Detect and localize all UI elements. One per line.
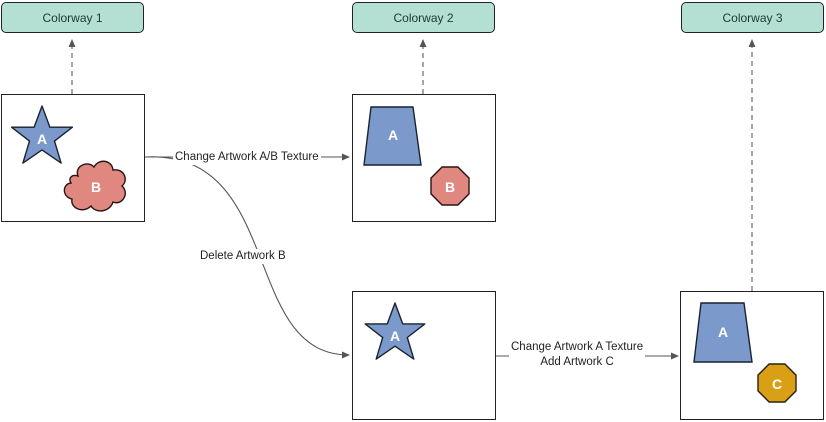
edge-label-line-1: Change Artwork A Texture [511, 341, 644, 353]
edge-label-line-2: Add Artwork C [540, 356, 614, 368]
colorway-2-tag[interactable]: Colorway 2 [352, 2, 495, 33]
colorway-2-label: Colorway 2 [393, 11, 454, 25]
artwork-b-letter: B [445, 179, 455, 195]
artwork-a-letter: A [388, 127, 398, 143]
colorway-3-label: Colorway 3 [722, 11, 783, 25]
artwork-a-star-shape [10, 105, 74, 164]
colorway-1-label: Colorway 1 [42, 11, 103, 25]
edge-label-change-ab-texture: Change Artwork A/B Texture [173, 150, 321, 165]
artwork-a-trapezoid-shape [363, 106, 422, 166]
colorway-1-tag[interactable]: Colorway 1 [1, 2, 144, 33]
artwork-b-letter: B [91, 179, 101, 195]
artwork-box-colorway-1[interactable] [1, 94, 145, 222]
artwork-a-letter: A [390, 328, 400, 344]
edge-label-delete-b: Delete Artwork B [198, 249, 288, 264]
artwork-box-colorway-2[interactable] [352, 94, 496, 222]
colorway-3-tag[interactable]: Colorway 3 [681, 2, 824, 33]
artwork-box-colorway-3[interactable] [680, 291, 824, 420]
artwork-c-octagon-shape [757, 363, 797, 403]
artwork-a-star-shape [364, 302, 426, 360]
artwork-a-letter: A [718, 324, 728, 340]
artwork-a-trapezoid-shape [693, 302, 753, 363]
artwork-b-cloud-shape [63, 160, 126, 212]
artwork-box-intermediate[interactable] [352, 291, 496, 420]
artwork-a-letter: A [37, 131, 47, 147]
artwork-c-letter: C [772, 376, 782, 392]
artwork-b-octagon-shape [430, 166, 470, 206]
edge-label-change-a-add-c: Change Artwork A Texture Add Artwork C [509, 340, 646, 370]
